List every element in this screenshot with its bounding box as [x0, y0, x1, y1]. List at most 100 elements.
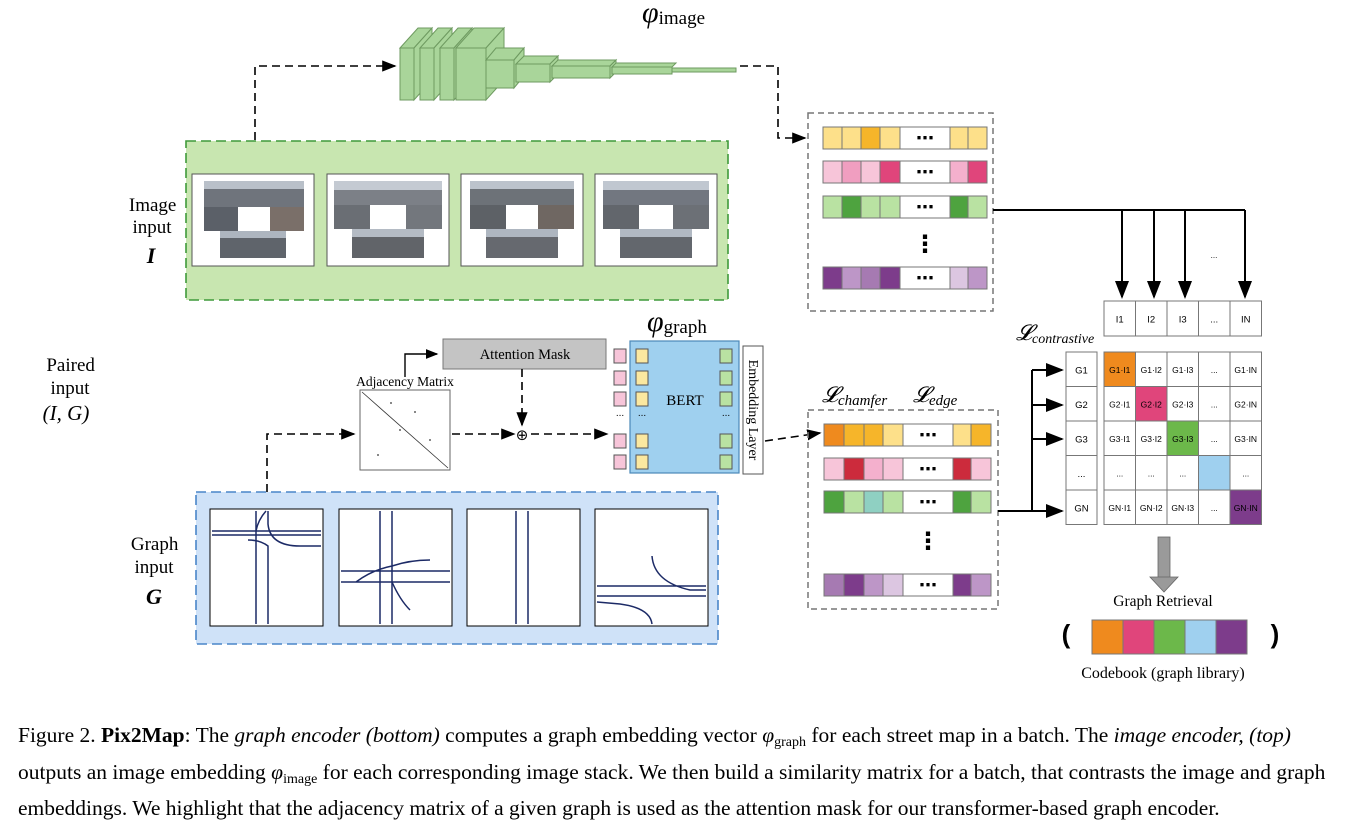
matrix-column-header: [1166, 300, 1199, 337]
svg-text:⋯: ⋯: [916, 268, 934, 288]
codebook-entry: [1122, 619, 1155, 655]
figure-caption: Figure 2. Pix2Map: The graph encoder (bo…: [18, 723, 1326, 820]
svg-text:⋮: ⋮: [916, 528, 940, 555]
image-input-var: I: [146, 243, 157, 268]
attention-mask-box: [442, 338, 607, 370]
matrix-cell-label: GN·I3: [1171, 503, 1194, 513]
svg-text:⋯: ⋯: [919, 459, 937, 479]
chamfer-loss-label: 𝓛chamfer: [822, 382, 887, 409]
embedding-layer-box: [742, 345, 764, 475]
matrix-diagonal-cell: [1198, 455, 1231, 491]
svg-text:⋯: ⋯: [916, 197, 934, 217]
matrix-cell-label: ...: [1211, 399, 1218, 409]
image-to-encoder-arrow: [254, 60, 397, 140]
graph-maps: [209, 508, 709, 627]
matrix-row-header: [1065, 351, 1098, 387]
svg-text:...: ...: [616, 408, 624, 419]
embedding-layer-label: Embedding Layer: [745, 360, 760, 461]
codebook: [1091, 619, 1248, 655]
retrieval-arrow: [1149, 536, 1179, 593]
matrix-cell-label: G1·I1: [1109, 365, 1131, 375]
bert-label: BERT: [666, 393, 703, 409]
codebook-entry: [1091, 619, 1124, 655]
phi-graph-label: φgraph: [647, 305, 707, 338]
graph-input-var: G: [146, 584, 162, 609]
matrix-row-header-label: ...: [1078, 469, 1086, 480]
image-stack: [460, 173, 584, 267]
image-embedding-to-columns: [993, 209, 1252, 299]
edge-loss-label: 𝓛edge: [913, 382, 958, 409]
matrix-cell-label: ...: [1179, 468, 1186, 478]
matrix-cell-label: G3·I1: [1109, 434, 1131, 444]
graph-embedding-rows: [823, 423, 992, 597]
matrix-cell: [1166, 489, 1199, 525]
codebook-right-paren: ): [1271, 619, 1280, 649]
matrix-cell-label: ...: [1211, 503, 1218, 513]
caption-figure-number: Figure 2.: [18, 723, 96, 747]
image-stack: [594, 173, 718, 267]
graph-retrieval-label: Graph Retrieval: [1113, 593, 1212, 610]
graph-map: [594, 508, 709, 627]
matrix-cell-label: ...: [1211, 365, 1218, 375]
matrix-cell-label: G1·IN: [1234, 365, 1257, 375]
adjacency-to-mask-arrow: [404, 349, 439, 377]
matrix-cell: [1198, 351, 1231, 387]
bert-input-column: [635, 348, 649, 470]
graph-map: [338, 508, 453, 627]
matrix-cell-label: G2·IN: [1234, 399, 1257, 409]
matrix-cell: [1103, 386, 1136, 422]
phi-image-label: φimage: [642, 0, 705, 29]
matrix-cell: [1198, 489, 1231, 525]
matrix-row-header-label: G3: [1075, 434, 1088, 445]
image-input-label: Image input: [129, 195, 181, 238]
matrix-cell-label: G3·I3: [1172, 434, 1194, 444]
graph-input-label: Graph input: [131, 534, 183, 578]
encoder-to-embedding-arrow: [740, 65, 807, 144]
paired-input-label: Paired input: [46, 355, 99, 399]
matrix-cell-label: G2·I2: [1141, 399, 1163, 409]
matrix-column-header-label: I1: [1116, 315, 1124, 326]
svg-text:⋯: ⋯: [916, 162, 934, 182]
codebook-label: Codebook (graph library): [1081, 665, 1245, 682]
bert-input-tokens: [613, 348, 627, 470]
matrix-cell: [1229, 420, 1262, 456]
svg-text:...: ...: [722, 408, 730, 419]
codebook-left-paren: (: [1062, 619, 1071, 649]
svg-text:...: ...: [638, 408, 646, 419]
adjacency-matrix-label: Adjacency Matrix: [356, 374, 454, 389]
matrix-diagonal-cell: [1229, 489, 1262, 525]
bert-output-column: [719, 348, 733, 470]
matrix-cell: [1135, 489, 1168, 525]
matrix-cell-label: G1·I2: [1141, 365, 1163, 375]
svg-text:⋯: ⋯: [919, 425, 937, 445]
matrix-row-header-label: G2: [1075, 400, 1088, 411]
graph-map: [466, 508, 581, 627]
matrix-cell-label: G3·IN: [1234, 434, 1257, 444]
image-stacks: [191, 173, 718, 267]
caption-method-name: Pix2Map: [101, 723, 185, 747]
svg-text:⋯: ⋯: [916, 128, 934, 148]
image-embeddings-box: [807, 112, 994, 312]
svg-text:⋯: ⋯: [919, 575, 937, 595]
matrix-diagonal-cell: [1166, 420, 1199, 456]
matrix-cell-label: ...: [1242, 468, 1249, 478]
matrix-cell-label: ...: [1148, 468, 1155, 478]
oplus-symbol: ⊕: [516, 427, 529, 444]
matrix-row-header: [1065, 420, 1098, 456]
matrix-column-header: [1103, 300, 1136, 337]
matrix-cell: [1135, 420, 1168, 456]
matrix-cell: [1229, 351, 1262, 387]
matrix-column-header-label: I3: [1179, 315, 1187, 326]
matrix-cell: [1166, 351, 1199, 387]
matrix-cell: [1166, 386, 1199, 422]
svg-text:⋮: ⋮: [913, 231, 937, 258]
matrix-row-header-label: G1: [1075, 365, 1088, 376]
codebook-entry: [1184, 619, 1217, 655]
graph-embeddings-box: [807, 409, 999, 610]
image-stack: [326, 173, 450, 267]
graph-embedding-ellipses: ⋯ ⋯ ⋯ ⋯ ⋮: [916, 425, 940, 595]
matrix-row-header-label: GN: [1074, 503, 1088, 514]
matrix-column-header-label: I2: [1147, 315, 1155, 326]
image-stack: [191, 173, 315, 267]
matrix-column-header-label: IN: [1241, 315, 1251, 326]
